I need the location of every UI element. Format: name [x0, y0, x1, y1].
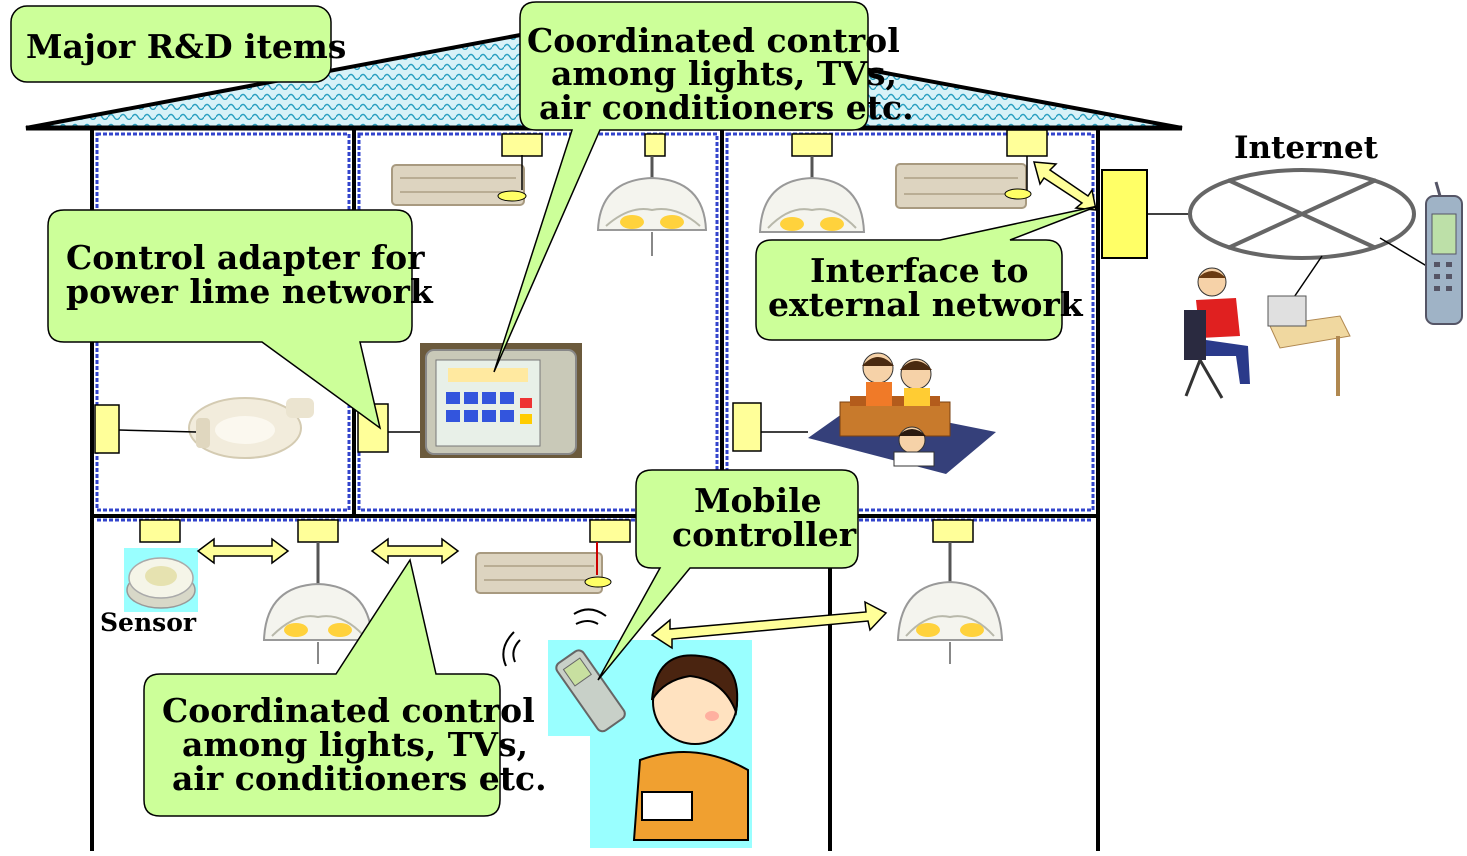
ceiling-lamp-icon: [758, 156, 866, 233]
title-text: Major R&D items: [26, 27, 346, 66]
callout-line: power lime network: [66, 272, 434, 311]
mobile-phone-icon: [1425, 181, 1463, 325]
adapter-box-icon: [1006, 129, 1048, 157]
callout-top-coordinated: Coordinated control among lights, TVs, a…: [493, 1, 914, 373]
internet-label: Internet: [1234, 130, 1379, 166]
callout-line: air conditioners etc.: [539, 88, 914, 127]
callout-line: Coordinated control: [527, 21, 900, 60]
sensor-label: Sensor: [100, 608, 197, 637]
callout-line: controller: [672, 515, 857, 554]
callout-line: Interface to: [810, 251, 1028, 290]
callout-title: Major R&D items: [10, 5, 346, 83]
adapter-boxes: [94, 129, 1048, 543]
callout-line: among lights, TVs,: [551, 54, 897, 93]
user-at-desk-icon: [1184, 267, 1351, 399]
air-conditioner-icon: [895, 156, 1032, 209]
callout-line: Control adapter for: [66, 238, 425, 277]
double-arrows: [196, 161, 1097, 650]
adapter-box-icon: [589, 519, 631, 543]
adapter-box-icon: [932, 519, 974, 543]
callout-line: Coordinated control: [162, 691, 535, 730]
internet-globe-icon: [1188, 168, 1416, 260]
tv-panel-icon: [420, 343, 582, 458]
family-kotatsu-icon: [808, 352, 996, 474]
mobile-phone-icon: [555, 649, 626, 733]
adapter-box-icon: [791, 133, 833, 157]
adapter-box-icon: [139, 519, 181, 543]
callout-line: among lights, TVs,: [182, 725, 528, 764]
sensor-icon: [124, 548, 198, 612]
callout-bottom-coordinated: Coordinated control among lights, TVs, a…: [143, 558, 547, 817]
ceiling-lamp-icon: [896, 542, 1004, 664]
air-conditioner-icon: [391, 155, 527, 206]
toilet-seat-icon: [188, 397, 314, 459]
adapter-box-icon: [297, 519, 339, 543]
adapter-box-icon: [94, 404, 120, 454]
ceiling-lamp-icon: [596, 156, 708, 256]
interface-box: [1101, 169, 1148, 259]
adapter-box-icon: [644, 133, 666, 157]
air-conditioner-icon: [475, 542, 612, 594]
woman-with-phone-icon: [548, 640, 752, 848]
callout-mobile: Mobile controller: [597, 469, 859, 681]
callout-line: air conditioners etc.: [172, 759, 547, 798]
callout-interface: Interface to external network: [755, 205, 1099, 341]
callout-control-adapter: Control adapter for power lime network: [47, 209, 434, 430]
radio-waves-icon: [502, 608, 607, 667]
adapter-wires: [118, 429, 808, 433]
adapter-box-icon: [732, 402, 762, 452]
ceiling-lamp-icon: [262, 542, 374, 664]
adapter-box-icon: [501, 133, 543, 157]
callout-line: external network: [768, 285, 1084, 324]
callout-line: Mobile: [694, 481, 822, 520]
